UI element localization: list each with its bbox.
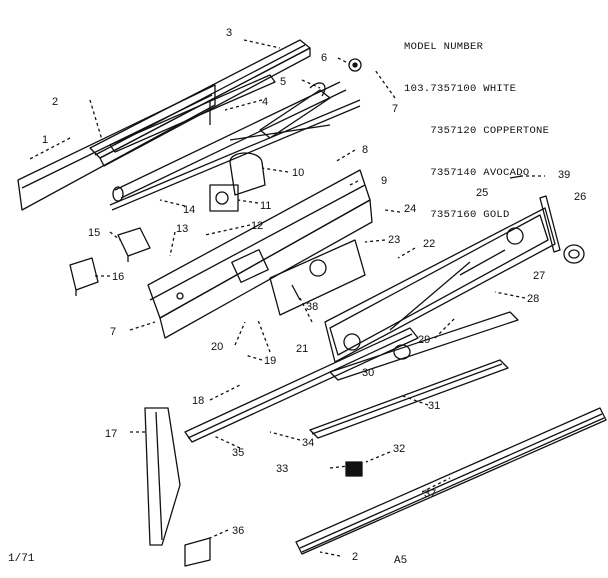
part-32-clip [345,461,363,477]
callout-26: 26 [574,191,586,203]
callout-13: 13 [176,223,188,235]
model-color: GOLD [483,209,510,221]
callout-29: 29 [418,334,430,346]
callout-10: 10 [292,167,304,179]
callout-24: 24 [404,203,416,215]
part-kick-plate [295,407,607,555]
callout-7b: 7 [110,326,116,338]
callout-8: 8 [362,144,368,156]
callout-4: 4 [262,96,268,108]
part-trim-strip [539,195,561,253]
callout-27: 27 [533,270,545,282]
callout-22: 22 [423,238,435,250]
part-lower-trim-bar [329,311,519,381]
part-timer-motor [209,152,266,212]
callout-2: 2 [52,96,58,108]
callout-5: 5 [280,76,286,88]
model-color: AVOCADO [483,167,530,179]
part-15-switch [117,227,151,262]
date-code: 1/71 [8,553,35,565]
part-rod [109,99,361,211]
model-color: COPPERTONE [483,125,550,137]
callout-32: 32 [393,443,405,455]
part-6-screw-cap [348,58,362,72]
part-dial-plate [269,239,366,316]
part-side-trim-panel [17,84,216,211]
part-top-rail [89,39,311,167]
part-lower-channel [309,359,509,439]
leader-lines [27,39,545,557]
callout-6: 6 [321,52,327,64]
callout-34: 34 [302,437,314,449]
callout-18: 18 [192,395,204,407]
part-16-switch [69,257,99,296]
callout-3: 3 [226,27,232,39]
model-number: 103.7357100 [404,83,477,95]
part-control-backplate [147,169,373,339]
callout-9: 9 [381,175,387,187]
callout-39: 39 [558,169,570,181]
callout-37: 37 [424,488,436,500]
model-row: 7357160 GOLD [404,208,549,222]
callout-12: 12 [251,220,263,232]
callout-7a: 7 [392,103,398,115]
callout-labels: 1 2 3 4 5 6 7 8 9 10 11 12 13 14 15 16 7… [42,27,586,563]
callout-15: 15 [88,227,100,239]
model-number-title: MODEL NUMBER [404,41,484,53]
model-number: 7357140 [430,167,477,179]
callout-31: 31 [428,400,440,412]
part-lower-rail [184,327,419,443]
callout-36: 36 [232,525,244,537]
callout-33: 33 [276,463,288,475]
callout-16: 16 [112,271,124,283]
model-color: WHITE [483,83,517,95]
part-bracket-foot [184,537,211,567]
callout-25: 25 [476,187,488,199]
model-row: 7357140 AVOCADO [404,166,549,180]
callout-38: 38 [306,301,318,313]
callout-30: 30 [362,367,374,379]
callout-1: 1 [42,134,48,146]
part-knob [563,244,585,264]
callout-17: 17 [105,428,117,440]
model-row: 7357120 COPPERTONE [404,124,549,138]
model-number-block: MODEL NUMBER 103.7357100 WHITE 7357120 C… [404,12,549,236]
callout-23: 23 [388,234,400,246]
callout-21: 21 [296,343,308,355]
callout-11: 11 [260,200,271,212]
model-number: 7357160 [430,209,477,221]
callout-28: 28 [527,293,539,305]
model-number: 7357120 [430,125,477,137]
part-30-knob [393,344,411,360]
callout-2b: 2 [352,551,358,563]
part-inner-bracket [109,74,276,153]
model-row: 103.7357100 WHITE [404,82,549,96]
part-front-control-panel [324,207,556,363]
callout-35: 35 [232,447,244,459]
sheet-code: A5 [394,555,408,567]
part-side-bracket [144,407,181,546]
callout-20: 20 [211,341,223,353]
callout-19: 19 [264,355,276,367]
callout-14: 14 [183,204,195,216]
